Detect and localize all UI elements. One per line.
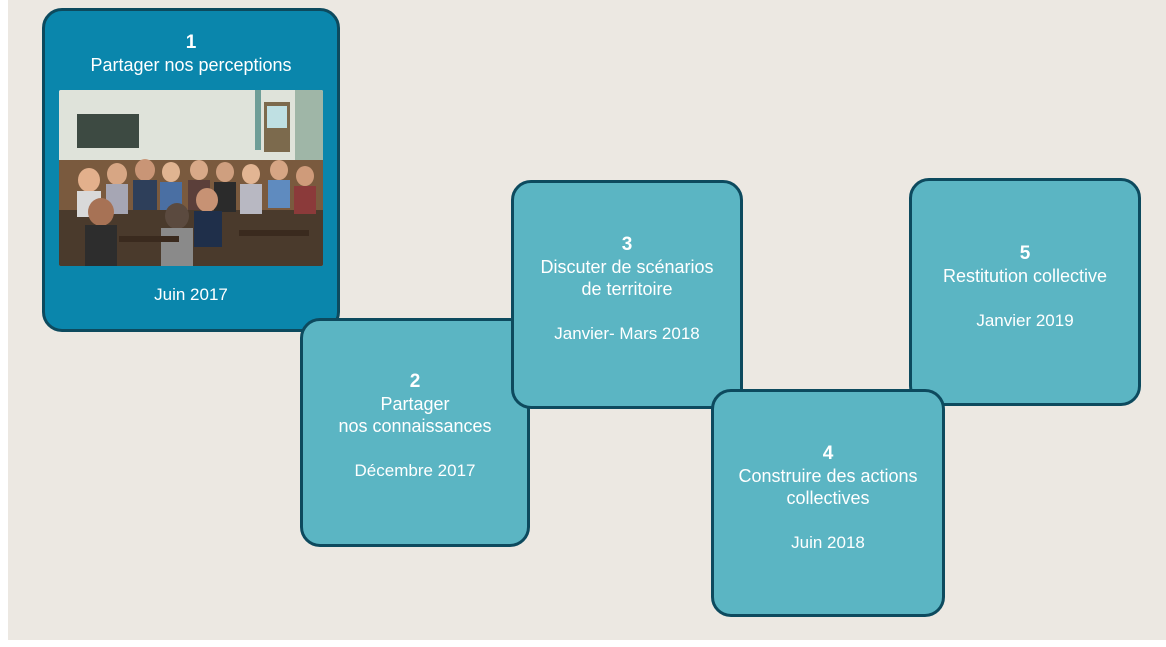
step-card-5: 5 Restitution collective Janvier 2019 (909, 178, 1141, 406)
step-title-line: Partager nos perceptions (90, 55, 292, 75)
step-card-4: 4 Construire des actions collectives Jui… (711, 389, 945, 617)
step-card-3: 3 Discuter de scénarios de territoire Ja… (511, 180, 743, 409)
step-number: 5 (1019, 243, 1031, 264)
step-number: 1 (185, 32, 197, 53)
step-title-line: Construire des actions (738, 466, 918, 486)
step-date: Juin 2017 (154, 285, 228, 304)
step-number: 3 (621, 234, 633, 255)
meeting-photo (59, 90, 323, 266)
step-title-line: nos connaissances (338, 416, 492, 436)
meeting-photo-image (59, 90, 323, 266)
step-number: 2 (409, 371, 421, 392)
step-title-line: collectives (786, 488, 870, 508)
step-number: 4 (822, 443, 834, 464)
step-date: Juin 2018 (791, 533, 865, 552)
step-date: Janvier 2019 (976, 311, 1074, 330)
step-title-line: Partager (380, 394, 450, 414)
step-title-line: Restitution collective (942, 266, 1108, 286)
step-date: Décembre 2017 (354, 461, 476, 480)
timeline-canvas: 1 Partager nos perceptions (8, 0, 1166, 640)
step-card-2: 2 Partager nos connaissances Décembre 20… (300, 318, 530, 547)
step-title-line: de territoire (581, 279, 673, 299)
step-date: Janvier- Mars 2018 (554, 324, 700, 343)
step-title-line: Discuter de scénarios (540, 257, 714, 277)
step-card-1: 1 Partager nos perceptions (42, 8, 340, 332)
